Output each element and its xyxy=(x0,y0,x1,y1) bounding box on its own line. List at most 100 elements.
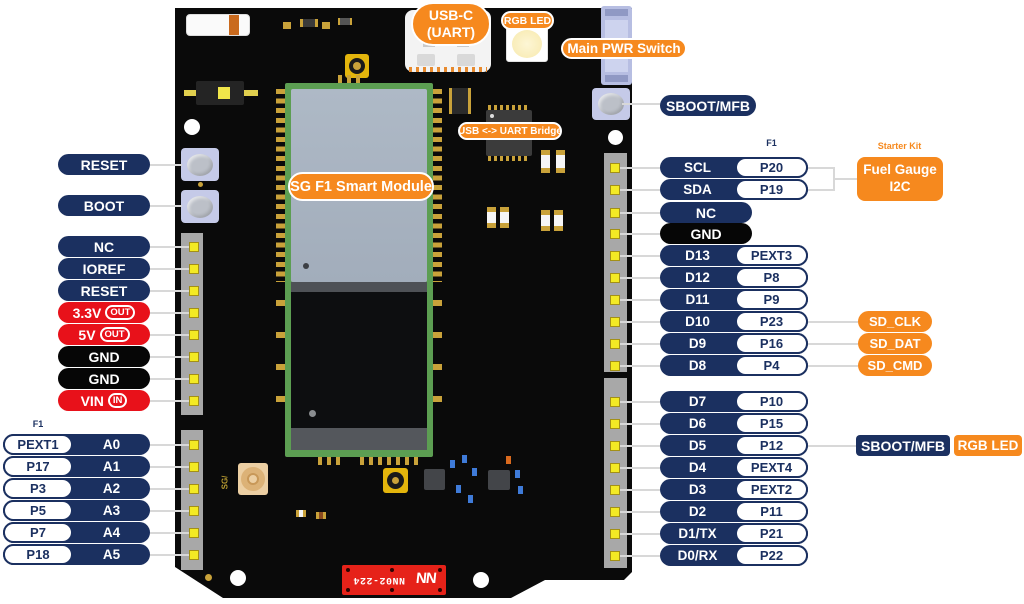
pin-label-text: NC xyxy=(93,238,115,255)
ufl-center xyxy=(353,62,361,70)
connector-line xyxy=(808,445,856,447)
usb-detail xyxy=(457,54,475,66)
main-pin-label: A2 xyxy=(102,481,121,496)
small-ic xyxy=(449,88,471,114)
antenna-silkscreen-label: SG/ xyxy=(220,475,230,490)
header-pin xyxy=(189,242,199,252)
connector-line xyxy=(619,511,660,513)
header-pin xyxy=(610,485,620,495)
connector-line xyxy=(150,400,191,402)
connector-line xyxy=(808,343,858,345)
alt-pin-label: P9 xyxy=(735,289,808,310)
header-pin xyxy=(610,551,620,561)
body-dot xyxy=(309,410,316,417)
header-pin xyxy=(189,286,199,296)
connector-line xyxy=(808,321,858,323)
connector-line xyxy=(619,467,660,469)
connector-line xyxy=(619,533,660,535)
alt-pin-label: P8 xyxy=(735,267,808,288)
smd-component xyxy=(316,512,326,519)
main-pin-label: D6 xyxy=(688,416,707,431)
capacitor xyxy=(541,150,550,173)
smd-component xyxy=(456,485,461,493)
shield-dot xyxy=(303,263,309,269)
header-pin xyxy=(610,529,620,539)
reset-button xyxy=(181,148,219,181)
led-dome xyxy=(512,30,542,58)
smd-component xyxy=(518,486,523,494)
header-pin xyxy=(189,484,199,494)
pin-label-text: VIN xyxy=(80,392,104,409)
smd-component xyxy=(322,22,330,29)
alt-pin-label: P20 xyxy=(735,157,808,178)
crystal-window xyxy=(218,87,230,99)
pin-label-left: IOREF xyxy=(58,258,150,279)
plate-dot xyxy=(438,588,442,592)
header-pin xyxy=(189,440,199,450)
header-pin xyxy=(189,308,199,318)
fiducial-dot xyxy=(198,182,203,187)
capacitor xyxy=(556,150,565,173)
button-cap xyxy=(598,93,624,115)
bracket-line xyxy=(808,189,835,191)
alt-pin-label: P19 xyxy=(735,179,808,200)
pin-label-text: GND xyxy=(88,370,120,387)
header-pin xyxy=(610,273,620,283)
usb-c-callout-line2: (UART) xyxy=(426,24,476,40)
main-pin-label: D4 xyxy=(688,460,707,475)
smd-component xyxy=(300,19,318,27)
module-pins-left xyxy=(276,89,285,282)
main-pin-label: A0 xyxy=(102,437,121,452)
boot-button xyxy=(181,190,219,223)
pin-label-text: BOOT xyxy=(83,197,125,214)
mounting-hole xyxy=(184,119,200,135)
module-pins-left-lower xyxy=(276,300,285,428)
rgb-led-bottom-callout: RGB LED xyxy=(954,435,1022,456)
header-pin xyxy=(189,374,199,384)
smd-component xyxy=(296,510,306,517)
connector-line xyxy=(150,312,191,314)
smd-component xyxy=(515,470,520,478)
switch-detail xyxy=(605,75,628,82)
bracket-line xyxy=(808,167,835,169)
fuse-band xyxy=(229,15,239,35)
module-callout: SG F1 Smart Module xyxy=(288,172,434,201)
usb-c-callout-line1: USB-C xyxy=(428,7,474,24)
connector-line xyxy=(150,268,191,270)
header-pin xyxy=(189,506,199,516)
connector-line xyxy=(150,444,191,446)
sboot-mfb-top-callout: SBOOT/MFB xyxy=(660,95,756,116)
plate-dot xyxy=(346,568,350,572)
header-strip-right-top xyxy=(604,153,627,372)
connector-line xyxy=(619,189,660,191)
fuel-gauge-line1: Fuel Gauge xyxy=(863,162,937,178)
pin-label-text: RESET xyxy=(80,282,128,299)
main-pin-label: D10 xyxy=(685,314,710,329)
header-strip-left-analog xyxy=(181,430,203,570)
connector-line xyxy=(150,164,182,166)
pin-label-left: GND xyxy=(58,368,150,389)
antenna-connector xyxy=(238,463,268,495)
connector-line xyxy=(619,255,660,257)
fuse-component xyxy=(186,14,250,36)
pin-label-left: RESET xyxy=(58,280,150,301)
header-pin xyxy=(189,396,199,406)
button-cap xyxy=(187,195,213,218)
header-pin xyxy=(610,295,620,305)
direction-badge: OUT xyxy=(99,326,130,343)
connector-line xyxy=(619,401,660,403)
alt-pin-label: P4 xyxy=(735,355,808,376)
alt-pin-label: P12 xyxy=(735,435,808,456)
id-plate: NN02-224 NN xyxy=(342,565,446,595)
direction-badge: IN xyxy=(107,392,128,409)
